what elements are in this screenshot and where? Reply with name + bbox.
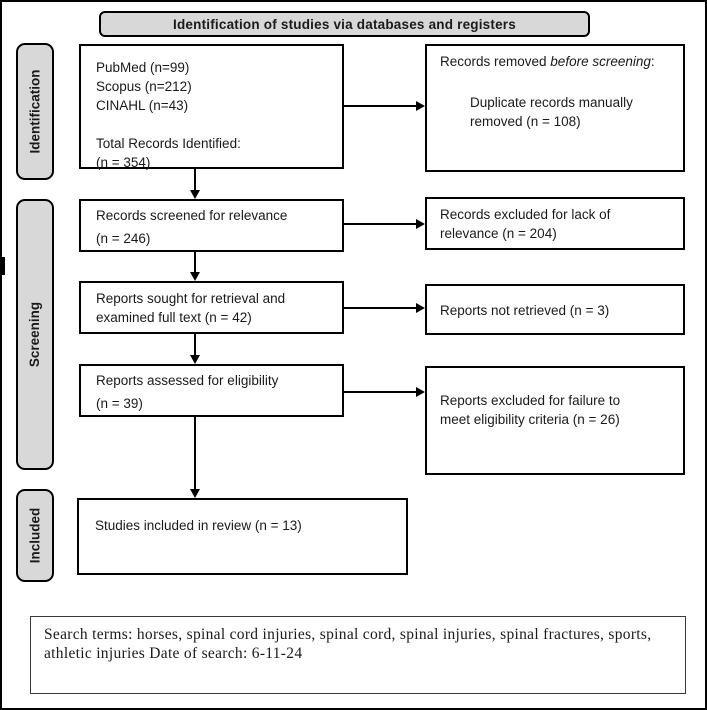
included-text: Studies included in review (n = 13) bbox=[95, 518, 302, 533]
removed-detail-line2: removed (n = 108) bbox=[470, 114, 581, 129]
box-reports-sought: Reports sought for retrieval and examine… bbox=[79, 281, 344, 334]
stage-identification: Identification bbox=[16, 43, 54, 180]
removed-detail-line1: Duplicate records manually bbox=[470, 95, 633, 110]
arrow-screened-to-sought bbox=[190, 252, 200, 281]
assessed-count: (n = 39) bbox=[96, 396, 143, 411]
screened-line1: Records screened for relevance bbox=[96, 208, 288, 223]
spacer bbox=[96, 115, 328, 134]
arrow-identified-to-removed bbox=[344, 101, 425, 111]
box-excluded-eligibility: Reports excluded for failure to meet eli… bbox=[425, 366, 685, 475]
arrow-assessed-to-excluded-eligibility bbox=[344, 387, 425, 397]
sought-line2: examined full text (n = 42) bbox=[96, 310, 252, 325]
stage-screening-label: Screening bbox=[27, 301, 43, 368]
stage-screening: Screening bbox=[16, 199, 54, 470]
box-reports-assessed: Reports assessed for eligibility (n = 39… bbox=[79, 364, 344, 417]
removed-suffix: : bbox=[650, 54, 655, 69]
removed-emphasis: before screening bbox=[550, 54, 651, 69]
not-retrieved-text: Reports not retrieved (n = 3) bbox=[440, 303, 610, 318]
search-terms-line2: fractures, sports, athletic injuries bbox=[44, 626, 652, 662]
removed-heading: Records removed before screening: bbox=[440, 52, 671, 71]
stage-included-label: Included bbox=[27, 507, 43, 564]
source-scopus: Scopus (n=212) bbox=[96, 79, 192, 94]
box-excluded-relevance: Records excluded for lack of relevance (… bbox=[425, 197, 685, 250]
arrow-identified-to-screened bbox=[190, 169, 200, 199]
total-records-label: Total Records Identified: bbox=[96, 136, 241, 151]
arrow-screened-to-excluded bbox=[344, 219, 425, 229]
diagram-title-banner: Identification of studies via databases … bbox=[99, 11, 590, 37]
stage-included: Included bbox=[16, 489, 54, 582]
box-not-retrieved: Reports not retrieved (n = 3) bbox=[425, 284, 685, 335]
sought-line1: Reports sought for retrieval and bbox=[96, 291, 286, 306]
box-records-screened: Records screened for relevance (n = 246) bbox=[79, 199, 344, 252]
stage-identification-label: Identification bbox=[27, 69, 43, 154]
excluded-eligibility-line2: meet eligibility criteria (n = 26) bbox=[440, 412, 620, 427]
assessed-line1: Reports assessed for eligibility bbox=[96, 373, 279, 388]
excluded-relevance-line1: Records excluded for lack of bbox=[440, 207, 611, 222]
scan-artifact bbox=[2, 257, 5, 275]
source-cinahl: CINAHL (n=43) bbox=[96, 98, 189, 113]
excluded-relevance-line2: relevance (n = 204) bbox=[440, 226, 557, 241]
arrow-sought-to-not-retrieved bbox=[344, 303, 425, 313]
search-terms-line1: Search terms: horses, spinal cord injuri… bbox=[44, 626, 539, 643]
box-studies-included: Studies included in review (n = 13) bbox=[77, 498, 408, 575]
source-pubmed: PubMed (n=99) bbox=[96, 60, 190, 75]
removed-prefix: Records removed bbox=[440, 54, 551, 69]
total-records-value: (n = 354) bbox=[96, 155, 151, 170]
screened-count: (n = 246) bbox=[96, 231, 151, 246]
search-date: Date of search: 6-11-24 bbox=[149, 645, 303, 662]
diagram-title: Identification of studies via databases … bbox=[173, 16, 516, 32]
arrow-sought-to-assessed bbox=[190, 334, 200, 364]
box-records-removed: Records removed before screening: Duplic… bbox=[425, 44, 685, 172]
excluded-eligibility-line1: Reports excluded for failure to bbox=[440, 393, 621, 408]
arrow-assessed-to-included bbox=[190, 417, 200, 498]
box-records-identified: PubMed (n=99) Scopus (n=212) CINAHL (n=4… bbox=[79, 44, 344, 170]
search-note-box: Search terms: horses, spinal cord injuri… bbox=[30, 616, 686, 694]
